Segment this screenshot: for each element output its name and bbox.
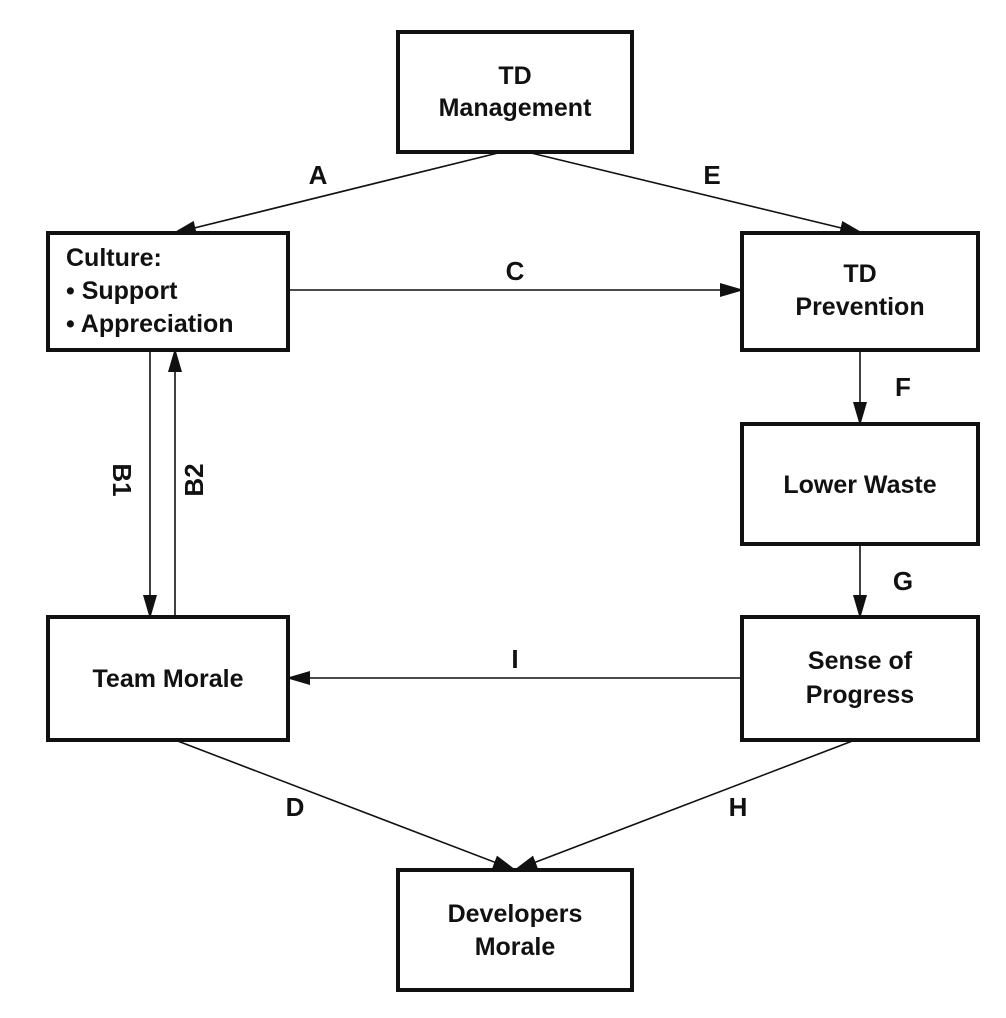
edge-f-label: F: [895, 372, 911, 402]
edge-b1-label: B1: [107, 463, 137, 496]
node-td-management-line-2: Management: [439, 94, 592, 122]
node-lower-waste: Lower Waste: [740, 422, 980, 546]
edge-a-label: A: [309, 160, 328, 190]
node-td-prevention-line-2: Prevention: [795, 293, 924, 321]
node-developers-morale-line-2: Morale: [475, 933, 556, 961]
edge-e-line: [526, 151, 864, 235]
edge-e-label: E: [703, 160, 720, 190]
node-td-management: TD Management: [396, 30, 634, 154]
edge-g-label: G: [893, 566, 913, 596]
node-culture-line-3: • Appreciation: [66, 310, 234, 338]
node-team-morale-line-1: Team Morale: [93, 665, 244, 693]
edge-i-label: I: [511, 644, 518, 674]
node-lower-waste-line-1: Lower Waste: [783, 471, 936, 499]
node-td-management-line-1: TD: [498, 62, 531, 90]
node-culture-line-2: • Support: [66, 277, 178, 305]
node-sense-of-progress: Sense of Progress: [740, 615, 980, 742]
edge-a-line: [172, 151, 503, 235]
edge-b2-label: B2: [179, 463, 209, 496]
node-culture-line-1: Culture:: [66, 244, 162, 272]
edge-c-label: C: [506, 256, 525, 286]
edge-d-label: D: [286, 792, 305, 822]
edge-h-line: [513, 739, 856, 871]
node-td-prevention-line-1: TD: [843, 260, 876, 288]
node-team-morale: Team Morale: [46, 615, 290, 742]
node-developers-morale: Developers Morale: [396, 868, 634, 992]
node-td-prevention: TD Prevention: [740, 231, 980, 352]
node-developers-morale-line-1: Developers: [448, 900, 583, 928]
node-culture: Culture: • Support • Appreciation: [46, 231, 290, 352]
edge-d-line: [174, 739, 517, 871]
edge-h-label: H: [729, 792, 748, 822]
node-sense-of-progress-line-2: Progress: [806, 681, 914, 709]
node-sense-of-progress-line-1: Sense of: [808, 647, 913, 675]
